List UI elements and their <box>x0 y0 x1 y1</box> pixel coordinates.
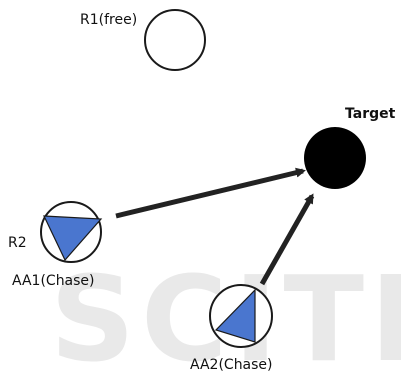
r2-label: R2 <box>8 235 27 251</box>
arrow-aa1-to-target <box>115 167 306 219</box>
aa2-label: AA2(Chase) <box>190 357 273 373</box>
aa1-label: AA1(Chase) <box>12 273 95 289</box>
aa2-agent-triangle <box>214 288 256 343</box>
target-label: Target <box>345 106 396 122</box>
target-circle <box>304 127 366 189</box>
r1-robot-circle <box>144 9 206 71</box>
r1-label: R1(free) <box>80 12 137 28</box>
arrow-aa2-to-target <box>259 193 315 286</box>
aa1-agent-triangle <box>43 215 103 262</box>
